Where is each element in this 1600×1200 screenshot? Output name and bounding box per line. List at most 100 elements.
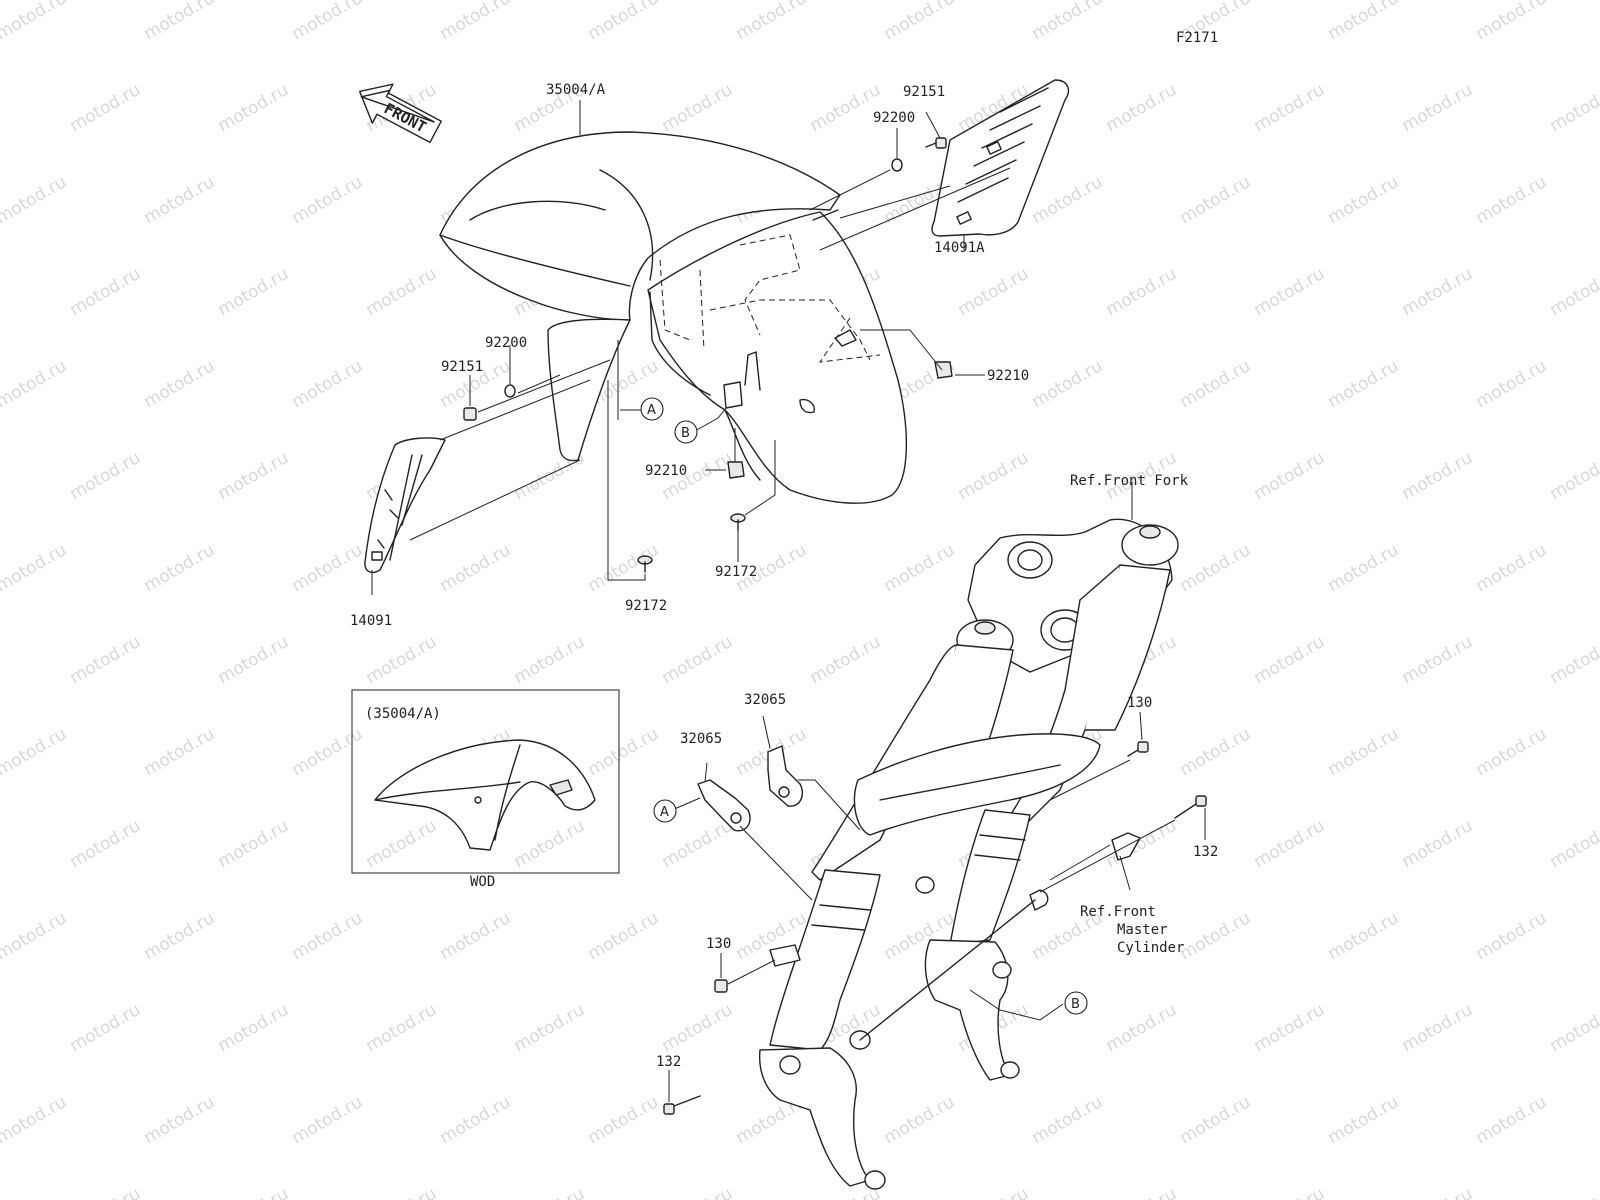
- watermark-text: motod.ru: [511, 816, 589, 872]
- variant-inset: (35004/A) WOD: [351, 689, 620, 890]
- front-fender: [439, 131, 908, 504]
- watermark-text: motod.ru: [1103, 1000, 1181, 1056]
- label-130-lower: 130: [706, 936, 731, 952]
- watermark-text: motod.ru: [1325, 172, 1403, 228]
- label-92210-center: 92210: [645, 463, 687, 479]
- watermark-text: motod.ru: [1399, 264, 1477, 320]
- washer-92200-left: [504, 384, 516, 398]
- watermark-text: motod.ru: [289, 0, 367, 44]
- watermark-text: motod.ru: [1547, 632, 1600, 688]
- svg-text:A: A: [647, 403, 656, 418]
- watermark-text: motod.ru: [1547, 1184, 1600, 1200]
- watermark-text: motod.ru: [1473, 908, 1551, 964]
- watermark-text: motod.ru: [1547, 264, 1600, 320]
- watermark-text: motod.ru: [215, 1000, 293, 1056]
- watermark-text: motod.ru: [807, 80, 885, 136]
- watermark-text: motod.ru: [1473, 172, 1551, 228]
- inset-title: (35004/A): [365, 706, 441, 722]
- watermark-text: motod.ru: [67, 1000, 145, 1056]
- watermark-text: motod.ru: [67, 816, 145, 872]
- watermark-text: motod.ru: [0, 356, 70, 412]
- callout-a-top: A: [640, 397, 664, 421]
- watermark-text: motod.ru: [733, 0, 811, 44]
- watermark-text: motod.ru: [141, 356, 219, 412]
- figure-code: F2171: [1176, 30, 1218, 46]
- watermark-text: motod.ru: [0, 0, 70, 44]
- label-ref-front-fork: Ref.Front Fork: [1070, 473, 1189, 489]
- watermark-text: motod.ru: [1251, 264, 1329, 320]
- watermark-text: motod.ru: [67, 264, 145, 320]
- watermark-text: motod.ru: [1399, 448, 1477, 504]
- callout-b-bottom: B: [1064, 991, 1088, 1015]
- nut-92210-center: [727, 461, 745, 479]
- watermark-text: motod.ru: [215, 448, 293, 504]
- watermark-text: motod.ru: [1325, 0, 1403, 44]
- watermark-text: motod.ru: [1473, 1092, 1551, 1148]
- callout-a-bottom: A: [653, 799, 677, 823]
- watermark-text: motod.ru: [1251, 1000, 1329, 1056]
- watermark-text: motod.ru: [1177, 356, 1255, 412]
- label-92151-left: 92151: [441, 359, 483, 375]
- label-92172-left: 92172: [625, 598, 667, 614]
- watermark-text: motod.ru: [1029, 356, 1107, 412]
- washer-92200-top: [891, 158, 903, 172]
- front-fork-assembly: [758, 518, 1179, 1190]
- label-35004a: 35004/A: [546, 82, 606, 98]
- watermark-text: motod.ru: [67, 1184, 145, 1200]
- svg-text:B: B: [681, 426, 690, 441]
- label-32065-upper: 32065: [744, 692, 786, 708]
- watermark-text: motod.ru: [1473, 540, 1551, 596]
- watermark-text: motod.ru: [585, 540, 663, 596]
- watermark-text: motod.ru: [585, 1092, 663, 1148]
- bolt-92151-left: [463, 407, 477, 421]
- watermark-text: motod.ru: [289, 356, 367, 412]
- watermark-text: motod.ru: [659, 80, 737, 136]
- watermark-text: motod.ru: [585, 0, 663, 44]
- cover-right: [931, 79, 1070, 237]
- watermark-text: motod.ru: [1325, 908, 1403, 964]
- watermark-text: motod.ru: [511, 1184, 589, 1200]
- watermark-text: motod.ru: [1399, 1184, 1477, 1200]
- watermark-text: motod.ru: [1177, 724, 1255, 780]
- watermark-text: motod.ru: [141, 540, 219, 596]
- leader-lines-fork: [668, 482, 1206, 1102]
- label-92200-top: 92200: [873, 110, 915, 126]
- watermark-text: motod.ru: [807, 632, 885, 688]
- label-132-lower: 132: [656, 1054, 681, 1070]
- watermark-text: motod.ru: [1325, 1092, 1403, 1148]
- watermark-text: motod.ru: [215, 264, 293, 320]
- watermark-text: motod.ru: [67, 632, 145, 688]
- watermark-text: motod.ru: [363, 1184, 441, 1200]
- watermark-text: motod.ru: [437, 908, 515, 964]
- watermark-text: motod.ru: [1251, 1184, 1329, 1200]
- watermark-text: motod.ru: [955, 448, 1033, 504]
- watermark-text: motod.ru: [1029, 1092, 1107, 1148]
- watermark-text: motod.ru: [881, 0, 959, 44]
- watermark-text: motod.ru: [437, 0, 515, 44]
- watermark-text: motod.ru: [1103, 1184, 1181, 1200]
- watermark-text: motod.ru: [363, 1000, 441, 1056]
- watermark-text: motod.ru: [289, 172, 367, 228]
- watermark-text: motod.ru: [1473, 0, 1551, 44]
- watermark-text: motod.ru: [1251, 80, 1329, 136]
- bracket-32065-lower: [697, 779, 751, 832]
- watermark-text: motod.ru: [881, 1092, 959, 1148]
- watermark-text: motod.ru: [511, 1000, 589, 1056]
- watermark-text: motod.ru: [141, 172, 219, 228]
- watermark-text: motod.ru: [1177, 172, 1255, 228]
- watermark-text: motod.ru: [141, 724, 219, 780]
- watermark-text: motod.ru: [955, 264, 1033, 320]
- label-ref-master-cyl-2: Master: [1117, 922, 1168, 938]
- watermark-text: motod.ru: [215, 816, 293, 872]
- inset-caption: WOD: [470, 874, 495, 890]
- label-92200-left: 92200: [485, 335, 527, 351]
- label-14091a: 14091A: [934, 240, 985, 256]
- label-14091: 14091: [350, 613, 392, 629]
- watermark-text: motod.ru: [1029, 0, 1107, 44]
- watermark-text: motod.ru: [289, 908, 367, 964]
- watermark-text: motod.ru: [659, 1184, 737, 1200]
- watermark-text: motod.ru: [1251, 448, 1329, 504]
- watermark-text: motod.ru: [1547, 816, 1600, 872]
- watermark-text: motod.ru: [437, 1092, 515, 1148]
